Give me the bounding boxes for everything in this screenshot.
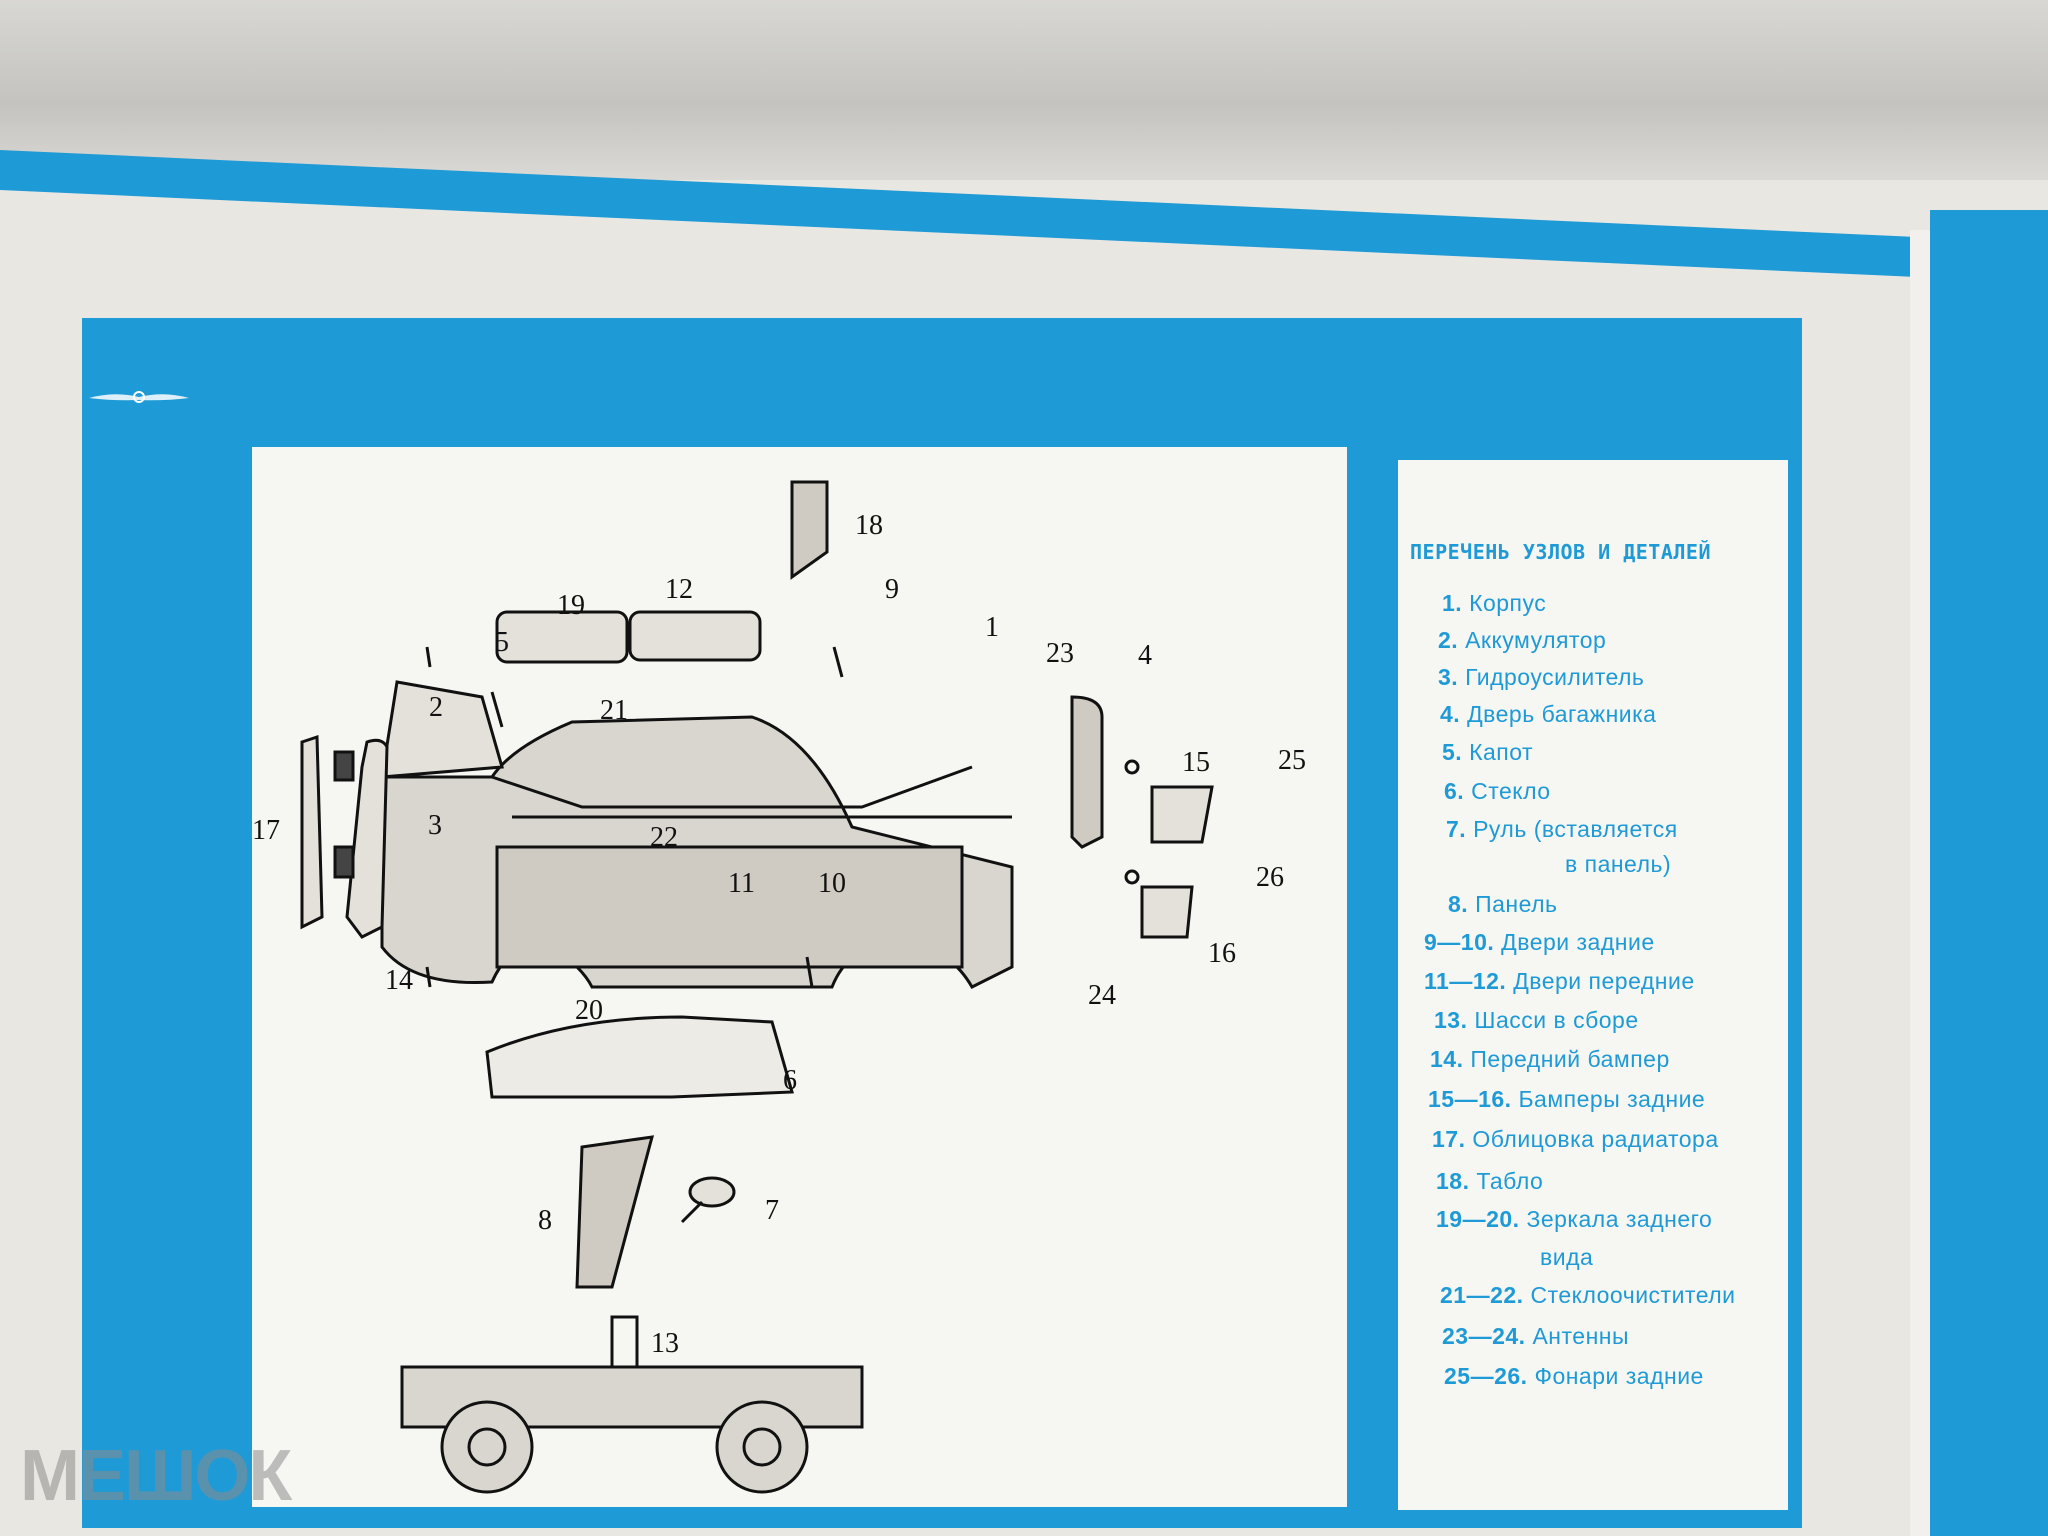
list-item: 8. Панель (1448, 891, 1558, 917)
diagram-label-19: 19 (557, 590, 585, 621)
diagram-label-25: 25 (1278, 745, 1306, 776)
diagram-label-24: 24 (1088, 980, 1116, 1011)
radiator-grille-part (300, 734, 324, 930)
list-item: 19—20. Зеркала заднего (1436, 1206, 1713, 1232)
list-item: 2. Аккумулятор (1438, 627, 1607, 653)
diagram-label-4: 4 (1138, 640, 1152, 671)
list-item: 18. Табло (1436, 1168, 1544, 1194)
diagram-label-10: 10 (818, 868, 846, 899)
list-item: в панель) (1565, 851, 1672, 877)
diagram-label-12: 12 (665, 574, 693, 605)
list-item: 3. Гидроусилитель (1438, 664, 1645, 690)
list-item: 17. Облицовка радиатора (1432, 1126, 1719, 1152)
panel-part (575, 1135, 655, 1289)
diagram-label-13: 13 (651, 1328, 679, 1359)
steering-wheel-part (688, 1176, 736, 1208)
diagram-label-14: 14 (385, 965, 413, 996)
diagram-label-3: 3 (428, 810, 442, 841)
rear-bumper-lower-part (1140, 885, 1194, 939)
list-item: вида (1540, 1244, 1594, 1270)
watermark-logo: МЕШОК (20, 1436, 292, 1516)
diagram-label-17: 17 (252, 815, 280, 846)
box-blue-side (1930, 210, 2048, 1536)
list-item: 11—12. Двери передние (1424, 968, 1695, 994)
tailgate-part (1070, 695, 1104, 849)
list-item: 23—24. Антенны (1442, 1323, 1629, 1349)
list-item: 13. Шасси в сборе (1434, 1007, 1639, 1033)
front-door-part (495, 610, 629, 664)
list-item: 15—16. Бамперы задние (1428, 1086, 1706, 1112)
parts-list-panel (1398, 460, 1788, 1510)
front-bumper-part (345, 738, 389, 939)
diagram-label-8: 8 (538, 1205, 552, 1236)
diagram-label-5: 5 (495, 627, 509, 658)
list-item: 6. Стекло (1444, 778, 1551, 804)
rear-bumper-part (1150, 785, 1214, 844)
winged-logo-icon (89, 391, 189, 403)
diagram-label-16: 16 (1208, 938, 1236, 969)
glass-part (485, 1015, 794, 1099)
list-item: 5. Капот (1442, 739, 1534, 765)
diagram-label-23: 23 (1046, 638, 1074, 669)
diagram-label-22: 22 (650, 822, 678, 853)
diagram-label-1: 1 (985, 612, 999, 643)
diagram-label-11: 11 (728, 868, 755, 899)
list-item: 25—26. Фонари задние (1444, 1363, 1704, 1389)
diagram-label-6: 6 (783, 1065, 797, 1096)
diagram-label-9: 9 (885, 574, 899, 605)
diagram-label-15: 15 (1182, 747, 1210, 778)
rear-door-part (628, 610, 762, 662)
exploded-parts-drawing (300, 480, 1214, 1494)
diagram-label-18: 18 (855, 510, 883, 541)
diagram-label-21: 21 (600, 695, 628, 726)
list-item: 1. Корпус (1442, 590, 1547, 616)
parts-list-title: ПЕРЕЧЕНЬ УЗЛОВ И ДЕТАЛЕЙ (1410, 540, 1711, 564)
list-item: 7. Руль (вставляется (1446, 816, 1678, 842)
list-item: 21—22. Стеклоочистители (1440, 1282, 1736, 1308)
diagram-label-20: 20 (575, 995, 603, 1026)
diagram-label-2: 2 (429, 692, 443, 723)
list-item: 9—10. Двери задние (1424, 929, 1655, 955)
diagram-label-7: 7 (765, 1195, 779, 1226)
dashboard-part (790, 480, 829, 580)
list-item: 4. Дверь багажника (1440, 701, 1657, 727)
diagram-label-26: 26 (1256, 862, 1284, 893)
list-item: 14. Передний бампер (1430, 1046, 1670, 1072)
